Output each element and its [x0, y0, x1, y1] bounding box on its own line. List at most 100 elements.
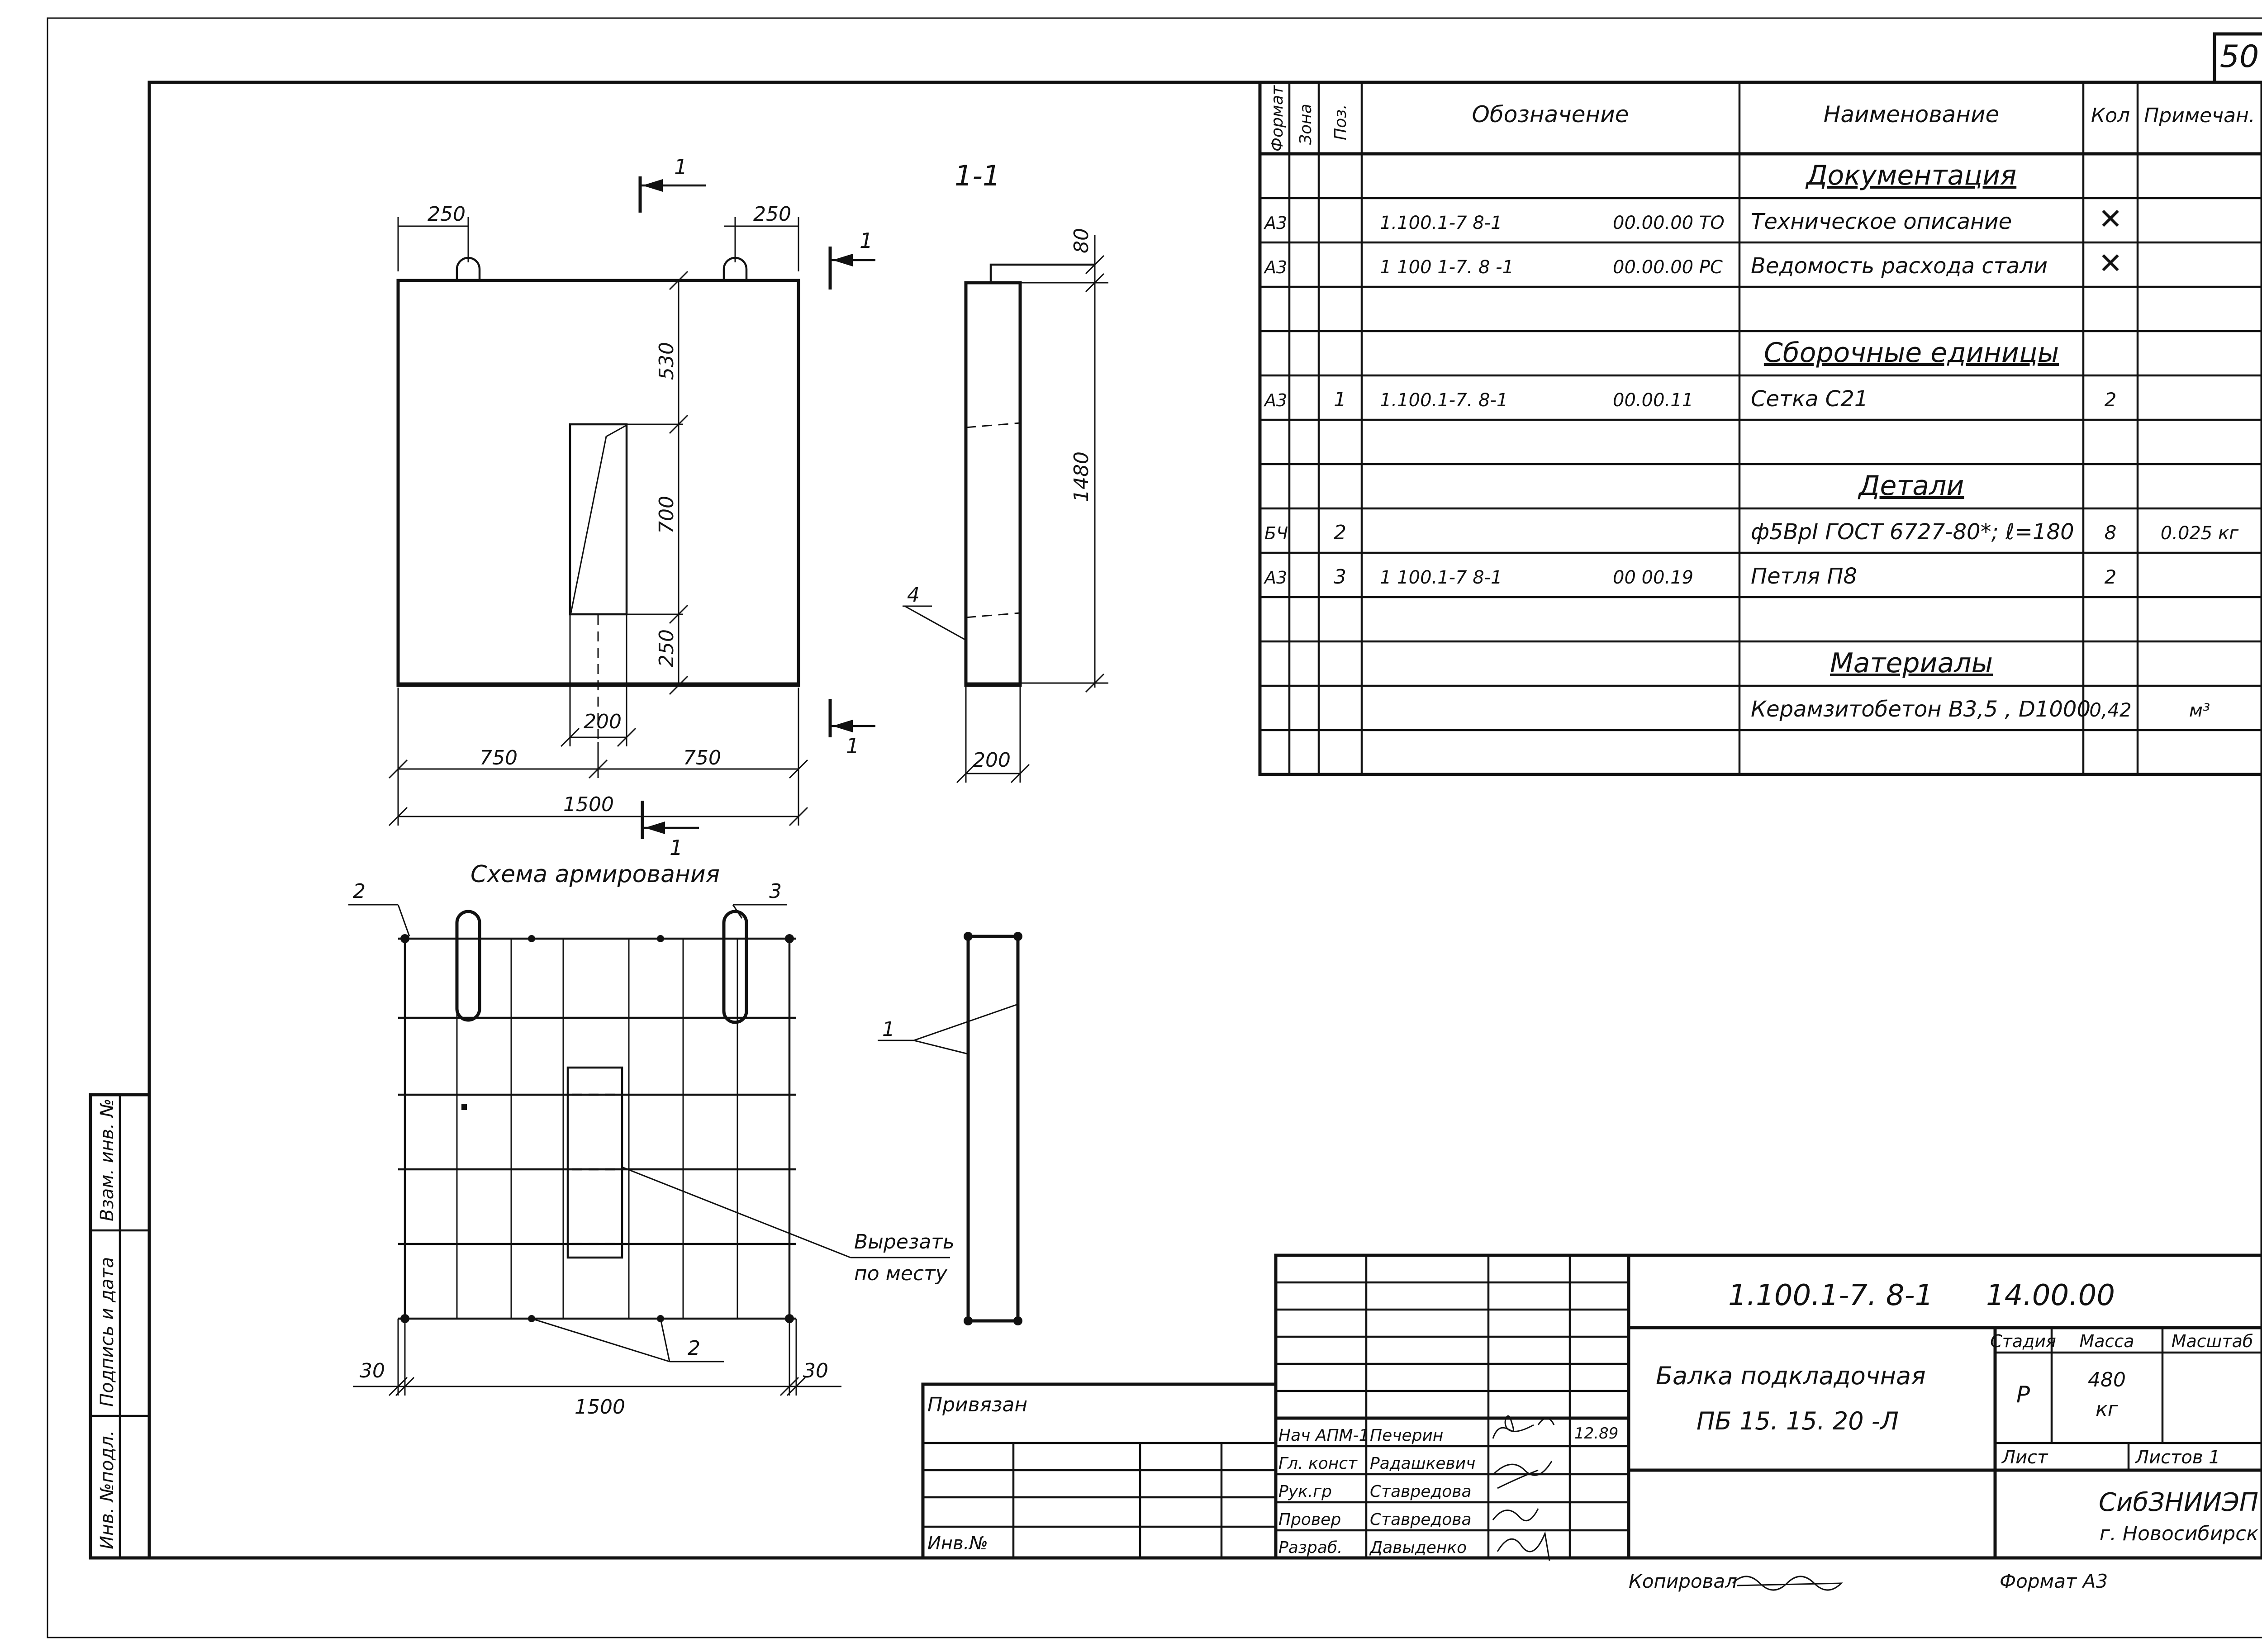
spec-cell-format: А3 [1263, 568, 1287, 588]
spec-cell-code: 1 100.1-7 8-1 [1380, 567, 1502, 588]
side-stamp-vzam-inv: Взам. инв. № [97, 1098, 118, 1221]
callout-2-bottom: 2 [688, 1337, 700, 1360]
header-note: Примечан. [2144, 104, 2255, 127]
dim-30-left: 30 [360, 1359, 385, 1382]
callout-4: 4 [907, 584, 920, 607]
front-view: 1 1 1 1 [388, 155, 875, 860]
spec-cell-code2: 00.00.00 ТО [1613, 213, 1725, 233]
header-pos: Поз. [1331, 104, 1350, 140]
dim-loop-left: 250 [428, 203, 466, 226]
spec-cell-qty: ✕ [2098, 203, 2123, 236]
stage-value: Р [2016, 1381, 2030, 1408]
spec-cell-qty: 2 [2105, 566, 2117, 588]
spec-cell-name: Петля П8 [1751, 564, 1857, 589]
sheets-label: Листов 1 [2134, 1447, 2220, 1468]
section-title: 1-1 [955, 159, 1000, 192]
org-city: г. Новосибирск [2100, 1522, 2259, 1545]
dim-750-left: 750 [480, 746, 518, 769]
dim-1480: 1480 [1070, 451, 1093, 502]
spec-section-title: Материалы [1830, 647, 1993, 679]
dim-700: 700 [655, 496, 678, 534]
dim-opening-200: 200 [584, 710, 622, 733]
dim-750-right: 750 [683, 746, 721, 769]
spec-cell-name: Ведомость расхода стали [1751, 253, 2048, 279]
spec-cell-qty: ✕ [2098, 247, 2123, 280]
spec-cell-code: 1.100.1-7 8-1 [1380, 213, 1502, 233]
loop-left [455, 910, 481, 1022]
spec-cell-qty: 0,42 [2089, 699, 2132, 721]
signer-name: Давыденко [1369, 1538, 1467, 1557]
mesh-opening [566, 1066, 623, 1259]
dim-loop-right: 250 [753, 203, 791, 226]
signature-3 [1492, 1508, 1550, 1561]
spec-cell-code2: 00.00.00 РС [1613, 257, 1723, 278]
signer-role: Нач АПМ-1 [1278, 1426, 1369, 1445]
spec-cell-pos: 2 [1334, 521, 1346, 544]
callout-3: 3 [769, 880, 782, 903]
format-label: Формат А3 [2000, 1570, 2108, 1592]
dim-1500-front: 1500 [563, 793, 614, 816]
cut-note-line2: по месту [854, 1262, 948, 1285]
spec-section-title: Детали [1858, 470, 1964, 502]
org-name: СибЗНИИЭП [2099, 1488, 2258, 1517]
spec-cell-code2: 00 00.19 [1613, 567, 1693, 588]
signer-name: Радашкевич [1370, 1454, 1475, 1473]
header-name: Наименование [1824, 101, 2000, 128]
outer-border [47, 17, 2262, 1638]
section-marker-bottom: 1 [641, 801, 699, 860]
signer-name: Печерин [1370, 1426, 1443, 1445]
main-frame [147, 81, 2262, 1560]
spec-section-title: Сборочные единицы [1764, 337, 2059, 369]
spec-cell-name: ф5ВрI ГОСТ 6727-80*; ℓ=180 [1751, 519, 2074, 545]
svg-text:1: 1 [670, 835, 683, 860]
dim-section-200: 200 [973, 749, 1011, 772]
cut-note-line1: Вырезать [854, 1230, 955, 1253]
doc-code: 1.100.1-7. 8-1 [1728, 1279, 1933, 1312]
stamp-date: 12.89 [1574, 1424, 1618, 1443]
doc-title-line1: Балка подкладочная [1656, 1362, 1926, 1390]
dim-250: 250 [655, 629, 678, 667]
signature-1 [1492, 1415, 1555, 1439]
svg-text:1: 1 [860, 228, 873, 253]
spec-cell-code2: 00.00.11 [1613, 390, 1693, 411]
side-stamp-inv-podl: Инв. №подл. [97, 1430, 118, 1549]
signature-2 [1492, 1461, 1553, 1489]
callout-2-top: 2 [353, 880, 366, 903]
copied-signature [1732, 1576, 1843, 1591]
mass-label: Масса [2079, 1331, 2134, 1351]
spec-cell-note: м³ [2189, 700, 2210, 721]
page-number-box [2213, 32, 2262, 82]
spec-section-title: Документация [1805, 160, 2016, 191]
signer-role: Провер [1278, 1510, 1341, 1529]
section-outline [964, 281, 1022, 687]
spec-cell-format: БЧ [1264, 523, 1288, 543]
dim-530: 530 [655, 342, 678, 380]
header-format: Формат [1268, 85, 1287, 152]
doc-code-2: 14.00.00 [1986, 1279, 2115, 1312]
callout-1: 1 [882, 1018, 895, 1041]
privyazan-label: Привязан [927, 1393, 1027, 1416]
spec-cell-format: А3 [1263, 213, 1287, 233]
section-marker-top: 1 [638, 155, 706, 213]
stage-label: Стадия [1990, 1331, 2056, 1351]
signer-name: Ставредова [1370, 1482, 1472, 1501]
beam-opening [569, 423, 628, 616]
spec-cell-qty: 8 [2105, 522, 2117, 544]
dim-80: 80 [1070, 228, 1093, 253]
mesh-side-view [966, 935, 1020, 1323]
signer-role: Разраб. [1278, 1538, 1342, 1557]
spec-cell-note: 0.025 кг [2161, 523, 2239, 544]
scale-label: Масштаб [2172, 1331, 2253, 1351]
reinforcement-scheme: Схема армирования [348, 861, 1022, 1419]
mass-value: 480 [2088, 1368, 2126, 1391]
spec-cell-name: Сетка С21 [1751, 386, 1868, 412]
spec-cell-format: А3 [1263, 257, 1287, 277]
spec-cell-pos: 1 [1334, 388, 1346, 411]
signer-name: Ставредова [1370, 1510, 1472, 1529]
spec-cell-pos: 3 [1334, 565, 1346, 589]
reinforcement-title: Схема армирования [470, 861, 720, 888]
spec-cell-code: 1 100 1-7. 8 -1 [1380, 257, 1514, 278]
page-number: 50 [2220, 39, 2259, 75]
